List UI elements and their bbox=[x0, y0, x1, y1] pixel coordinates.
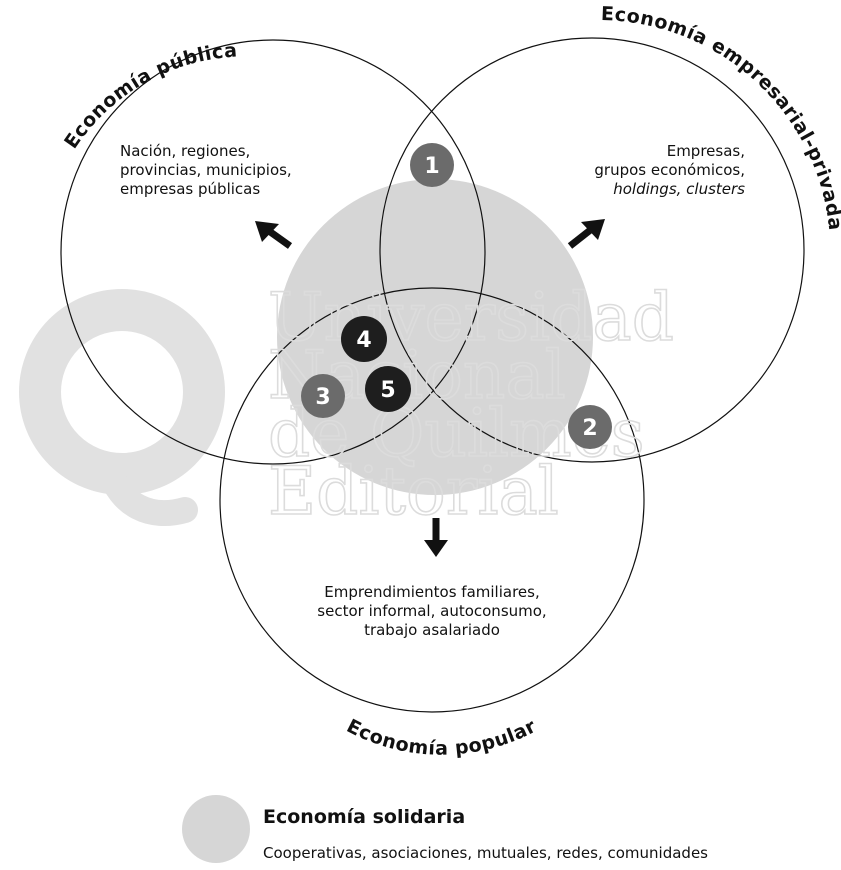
svg-text:holdings, clusters: holdings, clusters bbox=[613, 180, 745, 198]
desc-economia-popular: Emprendimientos familiares, sector infor… bbox=[317, 583, 546, 639]
arrow-down-icon bbox=[424, 518, 448, 557]
economia-solidaria-region bbox=[277, 179, 593, 495]
circle-economia-publica bbox=[60, 39, 486, 465]
svg-text:Empresas,: Empresas, bbox=[667, 142, 745, 160]
svg-text:trabajo asalariado: trabajo asalariado bbox=[364, 621, 500, 639]
svg-text:3: 3 bbox=[315, 385, 330, 410]
arrow-up-left-icon bbox=[255, 221, 293, 249]
svg-text:grupos económicos,: grupos económicos, bbox=[594, 161, 745, 179]
marker-4: 4 bbox=[341, 316, 387, 362]
svg-text:Universidad: Universidad bbox=[268, 279, 674, 356]
svg-text:provincias, municipios,: provincias, municipios, bbox=[120, 161, 292, 179]
legend-title: Economía solidaria bbox=[263, 806, 465, 828]
svg-text:Emprendimientos familiares,: Emprendimientos familiares, bbox=[324, 583, 539, 601]
svg-text:Nación, regiones,: Nación, regiones, bbox=[120, 142, 250, 160]
legend-text: Cooperativas, asociaciones, mutuales, re… bbox=[263, 844, 708, 862]
svg-text:2: 2 bbox=[582, 416, 597, 441]
legend-swatch bbox=[182, 795, 250, 863]
watermark-logo bbox=[19, 289, 225, 526]
legend: Economía solidaria Cooperativas, asociac… bbox=[182, 795, 708, 863]
marker-5: 5 bbox=[365, 366, 411, 412]
title-economia-popular: Economía popular bbox=[343, 715, 540, 760]
marker-1: 1 bbox=[410, 143, 454, 187]
desc-economia-publica: Nación, regiones, provincias, municipios… bbox=[120, 142, 292, 198]
circle-economia-popular bbox=[219, 287, 645, 713]
svg-text:empresas públicas: empresas públicas bbox=[120, 180, 260, 198]
svg-text:5: 5 bbox=[380, 378, 395, 403]
arrow-up-right-icon bbox=[567, 219, 605, 249]
svg-text:1: 1 bbox=[424, 154, 439, 179]
marker-3: 3 bbox=[301, 374, 345, 418]
svg-text:4: 4 bbox=[356, 328, 371, 353]
desc-economia-privada: Empresas, grupos económicos, holdings, c… bbox=[594, 142, 745, 198]
circle-economia-privada bbox=[379, 37, 805, 463]
marker-2: 2 bbox=[568, 405, 612, 449]
title-economia-publica: Economía pública bbox=[60, 39, 238, 152]
svg-text:Editorial: Editorial bbox=[268, 453, 559, 530]
svg-text:sector informal, autoconsumo,: sector informal, autoconsumo, bbox=[317, 602, 546, 620]
